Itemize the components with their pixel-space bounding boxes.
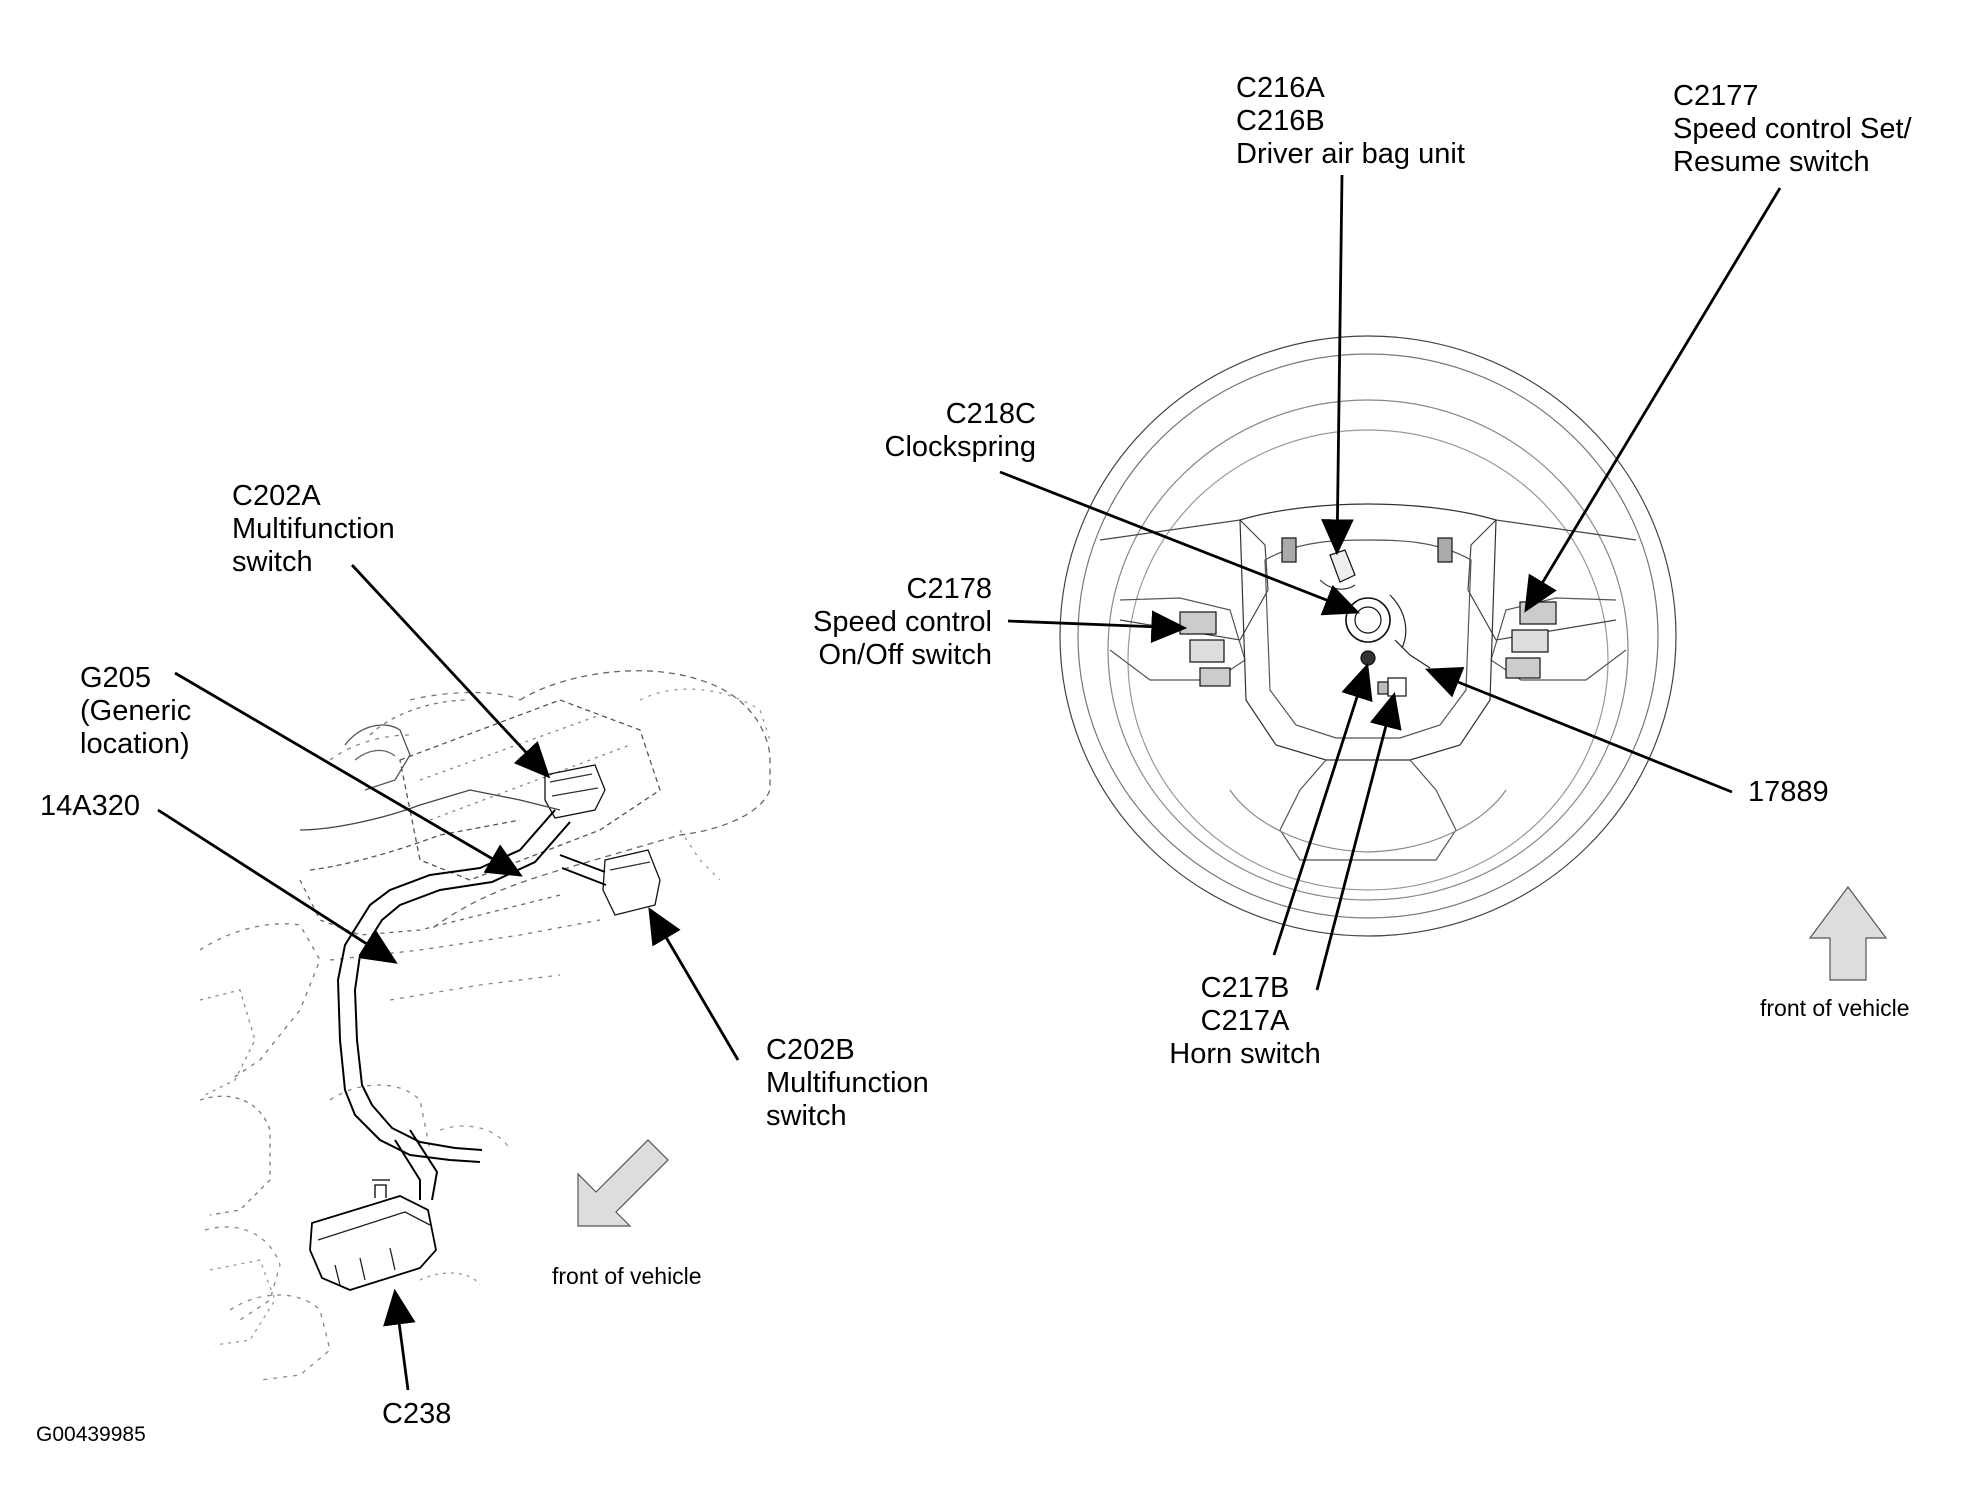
label-c202b: C202B Multifunction switch	[766, 1034, 929, 1133]
label-c2177-line3: Resume switch	[1673, 146, 1870, 178]
label-c2177: C2177 Speed control Set/ Resume switch	[1673, 80, 1912, 179]
label-c218c: C218C Clockspring	[836, 398, 1037, 464]
label-c217-line3: Horn switch	[1169, 1038, 1321, 1070]
leader-17889	[1424, 667, 1733, 794]
leader-g205	[174, 671, 523, 877]
label-c2178-line2: Speed control	[813, 606, 992, 638]
label-c202a-line2: Multifunction	[232, 513, 395, 545]
label-14a320: 14A320	[40, 790, 140, 823]
label-c202a-line3: switch	[232, 546, 313, 578]
leader-c202a	[350, 564, 551, 779]
leader-c2178	[1007, 610, 1188, 644]
leader-c217a	[1315, 691, 1402, 991]
label-c218c-line2: Clockspring	[884, 431, 1037, 463]
orientation-label-left: front of vehicle	[552, 1263, 702, 1289]
label-c202a-line1: C202A	[232, 480, 321, 512]
label-c238: C238	[382, 1398, 451, 1431]
label-c216-line2: C216B	[1236, 105, 1325, 137]
label-c202b-line1: C202B	[766, 1034, 855, 1066]
label-14a320-line1: 14A320	[40, 790, 140, 822]
steering-wheel-drawing	[1059, 335, 1888, 981]
label-c217: C217B C217A Horn switch	[1140, 972, 1350, 1071]
figure-id: G00439985	[36, 1423, 146, 1446]
label-c202a: C202A Multifunction switch	[232, 480, 395, 579]
leader-lines	[157, 174, 1782, 1391]
label-c216-line1: C216A	[1236, 72, 1325, 104]
label-c2177-line2: Speed control Set/	[1673, 113, 1912, 145]
orientation-label-right: front of vehicle	[1760, 995, 1910, 1021]
front-of-vehicle-arrow-right	[1808, 885, 1888, 981]
label-c2178-line1: C2178	[906, 573, 992, 605]
label-c202b-line2: Multifunction	[766, 1067, 929, 1099]
label-g205-line1: G205	[80, 662, 151, 694]
label-17889: 17889	[1748, 776, 1829, 809]
label-c2177-line1: C2177	[1673, 80, 1759, 112]
label-g205-line3: location)	[80, 728, 190, 760]
label-c217-line1: C217B	[1200, 972, 1290, 1004]
front-of-vehicle-arrow-left	[577, 1139, 669, 1227]
leader-c218c	[999, 470, 1361, 616]
label-g205-line2: (Generic	[80, 695, 192, 727]
leader-c238	[383, 1288, 416, 1391]
leader-c2177	[1524, 187, 1782, 613]
label-17889-line1: 17889	[1748, 776, 1829, 808]
leader-c217b	[1272, 662, 1373, 956]
label-c2178: C2178 Speed control On/Off switch	[770, 573, 992, 672]
leader-c216	[1321, 174, 1354, 556]
label-g205: G205 (Generic location)	[80, 662, 191, 761]
label-c216: C216A C216B Driver air bag unit	[1236, 72, 1465, 171]
label-c216-line3: Driver air bag unit	[1236, 138, 1465, 170]
label-c217-line2: C217A	[1200, 1005, 1290, 1037]
label-c202b-line3: switch	[766, 1100, 847, 1132]
leader-c202b	[648, 907, 740, 1061]
label-c2178-line3: On/Off switch	[818, 639, 992, 671]
label-c238-line1: C238	[382, 1398, 452, 1430]
label-c218c-line1: C218C	[945, 398, 1036, 430]
leader-14a320	[157, 808, 398, 964]
